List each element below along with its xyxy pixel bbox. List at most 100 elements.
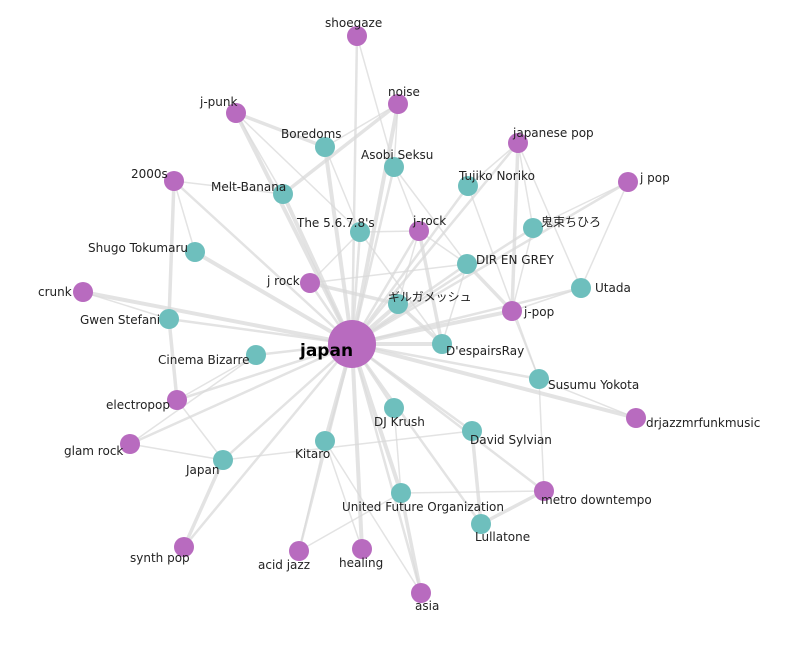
edge-noise-boredoms bbox=[324, 103, 399, 148]
node-2000s[interactable] bbox=[164, 171, 184, 191]
node-boredoms[interactable] bbox=[315, 137, 335, 157]
label-ufo: United Future Organization bbox=[342, 500, 504, 514]
edge-j-rock-space-dir-en-grey bbox=[309, 263, 468, 284]
edge-j-pop-space-utada bbox=[580, 181, 629, 289]
edge-japanese-pop-j-pop-hyphen bbox=[510, 142, 520, 312]
edge-japan-japanese-pop bbox=[351, 142, 519, 345]
node-crunk[interactable] bbox=[73, 282, 93, 302]
label-onitsuka: 鬼束ちひろ bbox=[541, 214, 601, 229]
node-shugo[interactable] bbox=[185, 242, 205, 262]
node-japanese-pop[interactable] bbox=[508, 133, 528, 153]
edge-electropop-cinema-bizarre bbox=[176, 354, 257, 401]
node-susumu[interactable] bbox=[529, 369, 549, 389]
node-j-rock-hyphen[interactable] bbox=[409, 221, 429, 241]
label-boredoms: Boredoms bbox=[281, 127, 342, 141]
node-acid-jazz[interactable] bbox=[289, 541, 309, 561]
node-girugamesh[interactable] bbox=[388, 294, 408, 314]
label-gwen: Gwen Stefani bbox=[80, 313, 160, 327]
edge-david-sylvian-japan-band bbox=[222, 430, 473, 461]
edge-japan-drjazz bbox=[351, 342, 637, 420]
node-j-punk[interactable] bbox=[226, 103, 246, 123]
edge-j-punk-5678s bbox=[235, 112, 361, 233]
edge-electropop-gwen bbox=[167, 318, 179, 401]
edge-david-sylvian-lullatone bbox=[470, 430, 483, 525]
node-electropop[interactable] bbox=[167, 390, 187, 410]
label-lullatone: Lullatone bbox=[475, 530, 530, 544]
label-asia: asia bbox=[415, 599, 439, 613]
edge-japan-david-sylvian bbox=[351, 342, 473, 433]
edge-japan-melt-banana bbox=[281, 193, 354, 345]
edge-j-pop-hyphen-utada bbox=[511, 287, 582, 312]
edge-2000s-shugo bbox=[173, 180, 196, 253]
edge-japan-lullatone bbox=[350, 343, 483, 525]
edge-j-punk-melt-banana bbox=[235, 112, 284, 195]
label-metro-downtempo: metro downtempo bbox=[541, 493, 652, 507]
edge-japan-j-pop-space bbox=[351, 180, 629, 346]
node-kitaro[interactable] bbox=[315, 431, 335, 451]
node-gwen[interactable] bbox=[159, 309, 179, 329]
node-metro-downtempo[interactable] bbox=[534, 481, 554, 501]
node-onitsuka[interactable] bbox=[523, 218, 543, 238]
node-ufo[interactable] bbox=[391, 483, 411, 503]
edge-japan-asia bbox=[350, 343, 423, 594]
edge-j-rock-hyphen-asobi-seksu bbox=[393, 166, 420, 232]
edge-j-rock-space-girugamesh bbox=[309, 281, 399, 306]
edge-japan-gwen bbox=[168, 317, 353, 346]
edge-5678s-despairsray bbox=[359, 231, 443, 345]
node-dir-en-grey[interactable] bbox=[457, 254, 477, 274]
node-melt-banana[interactable] bbox=[273, 184, 293, 204]
node-asia[interactable] bbox=[411, 583, 431, 603]
edge-japan-japan-band bbox=[222, 343, 353, 461]
label-shoegaze: shoegaze bbox=[325, 16, 382, 30]
node-utada[interactable] bbox=[571, 278, 591, 298]
edge-japan-boredoms bbox=[323, 146, 354, 345]
node-dj-krush[interactable] bbox=[384, 398, 404, 418]
edge-electropop-japan-band bbox=[176, 399, 224, 461]
edge-j-rock-space-5678s bbox=[309, 231, 361, 284]
edge-metro-downtempo-lullatone bbox=[480, 489, 545, 526]
node-healing[interactable] bbox=[352, 539, 372, 559]
node-lullatone[interactable] bbox=[471, 514, 491, 534]
edge-glam-rock-japan-band bbox=[129, 443, 224, 461]
node-asobi-seksu[interactable] bbox=[384, 157, 404, 177]
label-dir-en-grey: DIR EN GREY bbox=[476, 253, 555, 267]
node-synth-pop[interactable] bbox=[174, 537, 194, 557]
node-glam-rock[interactable] bbox=[120, 434, 140, 454]
node-j-pop-hyphen[interactable] bbox=[502, 301, 522, 321]
node-shoegaze[interactable] bbox=[347, 26, 367, 46]
node-despairsray[interactable] bbox=[432, 334, 452, 354]
edge-japan-utada bbox=[351, 286, 582, 346]
node-5678s[interactable] bbox=[350, 222, 370, 242]
label-japan-band: Japan bbox=[185, 463, 219, 477]
edge-shoegaze-asobi-seksu bbox=[356, 35, 395, 168]
edge-japan-shugo bbox=[193, 250, 354, 346]
node-drjazz[interactable] bbox=[626, 408, 646, 428]
node-japan-band[interactable] bbox=[213, 450, 233, 470]
edge-noise-melt-banana bbox=[281, 102, 400, 196]
edge-j-rock-hyphen-despairsray bbox=[417, 230, 444, 345]
node-david-sylvian[interactable] bbox=[462, 421, 482, 441]
edge-dj-krush-ufo bbox=[393, 407, 402, 494]
label-dj-krush: DJ Krush bbox=[374, 415, 425, 429]
label-2000s: 2000s bbox=[131, 167, 168, 181]
edge-japan-onitsuka bbox=[351, 226, 534, 346]
edge-boredoms-5678s bbox=[324, 146, 361, 233]
edge-j-punk-boredoms bbox=[235, 111, 326, 149]
label-j-pop-hyphen: j-pop bbox=[523, 305, 554, 319]
label-j-punk: j-punk bbox=[199, 95, 237, 109]
node-noise[interactable] bbox=[388, 94, 408, 114]
edge-japanese-pop-tujiko-noriko bbox=[467, 142, 519, 187]
edge-acid-jazz-kitaro bbox=[298, 440, 326, 552]
label-david-sylvian: David Sylvian bbox=[470, 433, 552, 447]
label-crunk: crunk bbox=[38, 285, 72, 299]
edge-asia-ufo bbox=[399, 492, 423, 594]
node-tujiko-noriko[interactable] bbox=[458, 176, 478, 196]
node-cinema-bizarre[interactable] bbox=[246, 345, 266, 365]
node-japan[interactable] bbox=[328, 320, 376, 368]
node-j-pop-space[interactable] bbox=[618, 172, 638, 192]
edge-dir-en-grey-despairsray bbox=[441, 263, 468, 345]
label-electropop: electropop bbox=[106, 398, 170, 412]
node-j-rock-space[interactable] bbox=[300, 273, 320, 293]
edge-japan-asobi-seksu bbox=[350, 166, 396, 345]
